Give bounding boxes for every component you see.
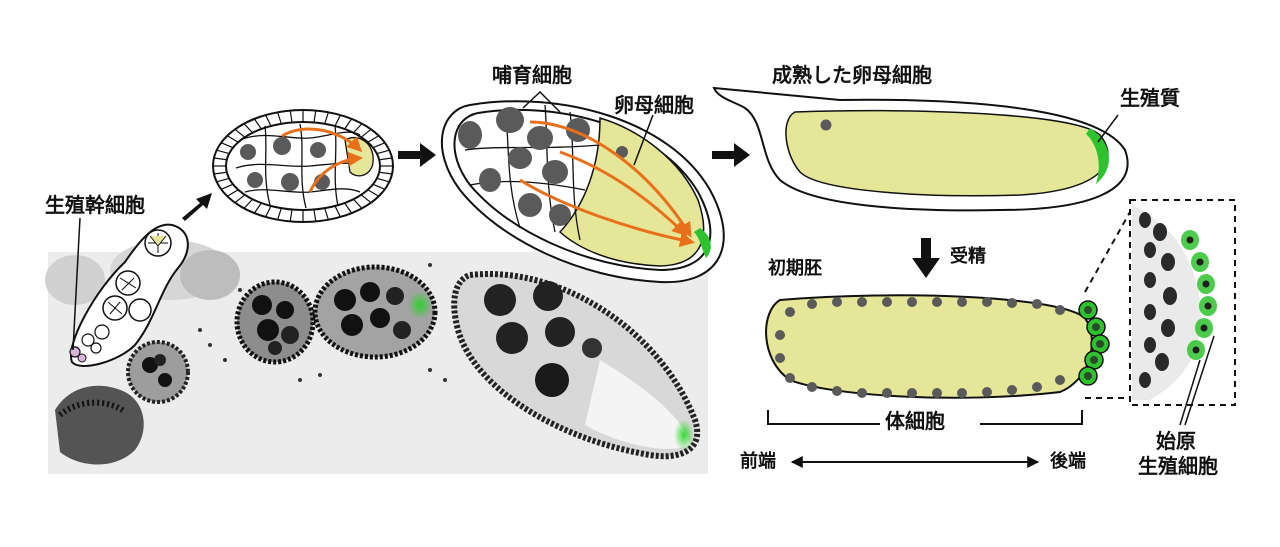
- follicle-cell-divider: [372, 142, 386, 149]
- follicle-cell-divider: [226, 135, 239, 143]
- right-arrow-icon: [398, 143, 436, 167]
- follicle-cell-divider: [234, 194, 246, 204]
- nurse-cell-pointers: [522, 90, 561, 113]
- follicle-cell-divider: [277, 112, 282, 124]
- follicle-cell-divider: [253, 118, 262, 130]
- anterior-label: 前端: [740, 451, 776, 472]
- follicle-cell-divider: [213, 157, 227, 161]
- follicle-cell-divider: [216, 177, 230, 183]
- nurse-cells-label: 哺育細胞: [492, 63, 572, 87]
- follicle-cell-divider: [334, 205, 341, 218]
- follicle-cell-divider: [372, 183, 386, 190]
- microscopy-image: [45, 240, 708, 474]
- follicle-cell-divider: [234, 128, 246, 138]
- fertilization-label: 受精: [950, 246, 986, 267]
- follicle-cell-divider: [216, 149, 230, 155]
- egg-chamber-mid: [440, 100, 725, 284]
- follicle-cell-divider: [253, 202, 262, 214]
- posterior-label: 後端: [1050, 451, 1086, 472]
- stem-cell-pointer: [72, 217, 81, 351]
- follicle-cell-divider: [367, 189, 380, 197]
- follicle-cell-divider: [367, 135, 380, 143]
- follicle-cell-divider: [243, 123, 254, 134]
- follicle-cell-divider: [334, 114, 341, 127]
- follicle-cell-divider: [352, 123, 363, 134]
- follicle-cell-divider: [220, 142, 234, 149]
- follicle-cell-divider: [289, 110, 293, 123]
- follicle-cell-divider: [313, 110, 317, 123]
- follicle-cell-divider: [360, 128, 372, 138]
- germ-plasm-label: 生殖質: [1120, 86, 1180, 110]
- follicle-cell-divider: [379, 171, 393, 175]
- germline-stem-cell-label: 生殖幹細胞: [45, 193, 145, 217]
- zoom-inset: [1084, 199, 1236, 406]
- primordial-pointers: [1179, 335, 1215, 426]
- down-arrow-icon: [912, 238, 940, 278]
- oocyte-label: 卵母細胞: [614, 93, 694, 117]
- early-embryo-label: 初期胚: [768, 258, 822, 279]
- right-arrow-icon: [712, 143, 750, 167]
- follicle-cell-divider: [344, 202, 353, 214]
- primordial-germ-cells-label-line1: 始原: [1156, 429, 1196, 453]
- oocyte-pointer: [633, 114, 654, 166]
- follicle-cell-divider: [376, 177, 390, 183]
- follicle-cell-divider: [289, 209, 293, 222]
- follicle-cell-divider: [379, 157, 393, 161]
- somatic-bracket: [767, 410, 1083, 425]
- mature-oocyte-label: 成熟した卵母細胞: [772, 63, 932, 87]
- follicle-cell-divider: [376, 149, 390, 155]
- follicle-cell-divider: [265, 205, 272, 218]
- follicle-cell-divider: [220, 183, 234, 190]
- somatic-cells-label: 体細胞: [885, 409, 945, 433]
- early-embryo-sketch: [765, 294, 1110, 399]
- follicle-cell-divider: [265, 114, 272, 127]
- follicle-cell-divider: [360, 194, 372, 204]
- follicle-cell-divider: [213, 171, 227, 175]
- follicle-cell-divider: [324, 208, 329, 220]
- mature-oocyte-sketch: [712, 86, 1129, 212]
- follicle-cell-divider: [226, 189, 239, 197]
- follicle-cell-divider: [243, 198, 254, 209]
- follicle-cell-divider: [352, 198, 363, 209]
- right-arrow-icon: [182, 193, 212, 221]
- follicle-cell-divider: [313, 209, 317, 222]
- germarium-sketch: [69, 223, 189, 367]
- follicle-cell-divider: [324, 112, 329, 124]
- egg-chamber-early: [212, 109, 394, 223]
- follicle-cell-divider: [344, 118, 353, 130]
- germ-plasm-pointer: [1097, 114, 1119, 143]
- primordial-germ-cells-label-line2: 生殖細胞: [1138, 454, 1218, 478]
- follicle-cell-divider: [277, 208, 282, 220]
